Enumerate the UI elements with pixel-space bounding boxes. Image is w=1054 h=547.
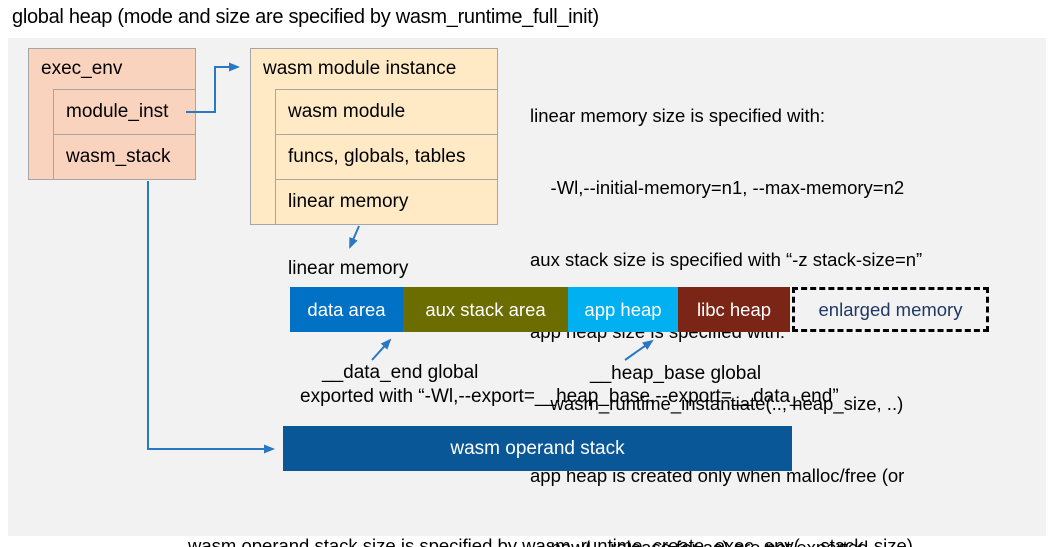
funcs-globals-tables-field: funcs, globals, tables [275,134,498,180]
heap-base-global-label: __heap_base global [590,363,762,384]
note-line: wasm operand stack size is specified by … [188,535,913,547]
wasm-stack-field: wasm_stack [53,134,196,180]
wasm-operand-stack-label: wasm operand stack [450,437,625,459]
memory-segment-data-area: data area [290,287,403,332]
export-note-label: exported with “-Wl,--export=__heap_base,… [300,386,839,407]
memory-segment-enlarged-memory: enlarged memory [792,287,989,332]
note-line: __new/__release for as) are not exported [530,536,922,547]
diagram-title: global heap (mode and size are specified… [12,6,599,28]
exec-env-label: exec_env [41,58,123,79]
funcs-globals-tables-label: funcs, globals, tables [288,146,466,167]
wasm-module-field: wasm module [275,89,498,135]
linear-memory-bar-title: linear memory [288,258,409,279]
note-line: linear memory size is specified with: [530,105,826,126]
module-inst-field: module_inst [53,89,196,135]
wasm-module-instance-label: wasm module instance [263,58,457,79]
memory-size-notes: linear memory size is specified with: -W… [530,56,922,547]
wasm-operand-stack-bar: wasm operand stack [283,426,792,471]
memory-segment-libc-heap: libc heap [678,287,790,332]
wasm-stack-label: wasm_stack [66,146,171,167]
linear-memory-field-label: linear memory [288,191,409,212]
linear-memory-field: linear memory [275,179,498,225]
module-inst-label: module_inst [66,101,169,122]
memory-segment-aux-stack-area: aux stack area [403,287,568,332]
note-line: -Wl,--initial-memory=n1, --max-memory=n2 [530,177,905,198]
wasm-module-label: wasm module [288,101,406,122]
note-line: wasm_runtime_instantiate(.., heap_size, … [530,393,904,414]
operand-stack-notes: wasm operand stack size is specified by … [188,483,913,547]
note-line: aux stack size is specified with “-z sta… [530,249,923,270]
memory-segment-app-heap: app heap [568,287,678,332]
data-end-global-label: __data_end global [322,362,479,383]
